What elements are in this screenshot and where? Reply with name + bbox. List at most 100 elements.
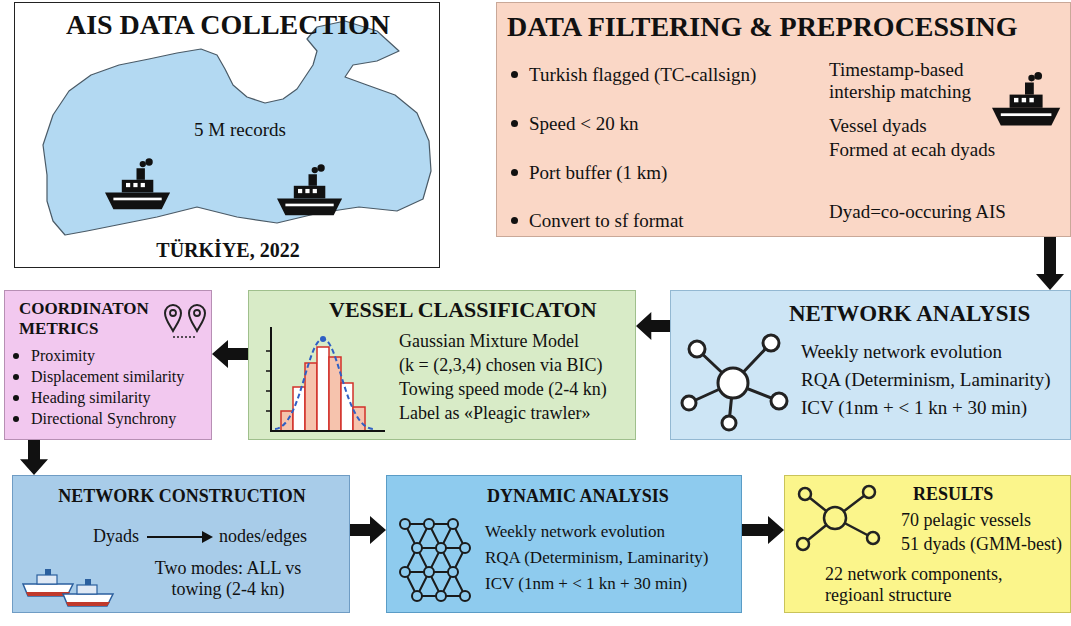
panel-title: RESULTS <box>913 484 993 505</box>
panel-title: AIS DATA COLLECTION <box>15 9 441 41</box>
text-slot: ICV (1nm + < 1 kn + 30 min) <box>801 397 1027 419</box>
lattice-point <box>412 591 422 601</box>
network-point <box>722 416 736 430</box>
text-slot: 51 dyads (GMM-best) <box>901 534 1062 555</box>
lattice-point <box>448 567 458 577</box>
histogram-bar <box>317 347 329 431</box>
curve-peak <box>320 336 326 342</box>
process-panel: NETWORK CONSTRUCTIONDyadsnodes/edgesTwo … <box>12 475 350 613</box>
bullet-item: Directional Synchrony <box>31 410 176 428</box>
panel-text: Gaussian Mixture Model <box>399 331 579 352</box>
lattice-point <box>460 591 470 601</box>
pin-hole <box>170 310 176 316</box>
lattice-point <box>424 567 434 577</box>
lattice-point <box>400 519 410 529</box>
panel-text: Vessel dyads <box>829 115 927 137</box>
text-slot: Label as «Pleagic trawler» <box>399 403 590 424</box>
axis-ticks <box>266 351 271 411</box>
text-slot: Weekly network evolution <box>485 522 665 542</box>
pin-outline <box>165 305 181 331</box>
text-slot: nodes/edges <box>219 526 307 547</box>
text-slot: 5 M records <box>165 119 315 141</box>
ship-icon <box>63 579 113 606</box>
text-slot: Formed at ecah dyads <box>829 139 995 161</box>
bullet-dot <box>13 416 19 422</box>
location-pin <box>165 305 181 331</box>
panel-text: Timestamp-based intership matching <box>829 59 1004 103</box>
text-slot: Weekly network evolution <box>801 341 1002 363</box>
text-slot: Towing speed mode (2-4 kn) <box>399 379 607 400</box>
text-slot: Vessel dyads <box>829 115 927 137</box>
text-slot: 70 pelagic vessels <box>901 510 1031 531</box>
process-panel: NETWORK ANALYSIS Weekly network evolution… <box>670 290 1071 440</box>
block-arrow <box>742 516 784 544</box>
network-point <box>689 341 705 357</box>
bullet-item: Turkish flagged (TC-callsign) <box>529 64 756 86</box>
panel-text: Two modes: ALL vs towing (2-4 kn) <box>133 558 323 599</box>
black-sea-shape <box>43 21 431 235</box>
network-point <box>797 538 809 550</box>
text-slot: AIS DATA COLLECTION <box>15 9 441 41</box>
panel-text: Weekly network evolution <box>801 341 1002 363</box>
ship-icon <box>105 158 170 209</box>
chart-axes <box>271 327 385 431</box>
lattice-point <box>436 591 446 601</box>
pin-hole <box>194 310 200 316</box>
lattice-point <box>400 567 410 577</box>
text-slot: Gaussian Mixture Model <box>399 331 579 352</box>
dotted-link <box>173 336 197 338</box>
bullet-item: Proximity <box>31 347 95 365</box>
text-slot: Timestamp-based intership matching <box>829 59 1004 103</box>
text-slot: RQA (Determinism, Laminarity) <box>485 548 708 568</box>
ship-icon <box>992 72 1060 125</box>
bullet-dot <box>13 353 19 359</box>
text-slot: DYNAMIC ANALYSIS <box>487 486 669 507</box>
network-links <box>803 492 873 544</box>
text-slot: Convert to sf format <box>529 210 684 232</box>
panel-title: VESSEL CLASSIFICATON <box>329 297 597 322</box>
text-slot: Directional Synchrony <box>31 410 176 428</box>
bullet-dot <box>13 374 19 380</box>
pin-outline <box>189 305 205 331</box>
network-hub <box>824 507 846 529</box>
process-panel: VESSEL CLASSIFICATON Gaussian Mixture Mod… <box>248 290 636 440</box>
histogram-bar <box>305 363 317 431</box>
network-point <box>771 393 787 409</box>
block-arrow <box>1036 237 1064 290</box>
network-point <box>763 335 779 351</box>
block-arrow <box>20 440 48 475</box>
panel-text: nodes/edges <box>219 526 307 547</box>
gaussian-curve <box>275 339 373 429</box>
panel-text: RQA (Determinism, Laminarity) <box>801 369 1051 391</box>
bullet-dot <box>511 71 518 78</box>
panel-text: ICV (1nm + < 1 kn + 30 min) <box>485 574 687 594</box>
panel-text: Dyads <box>93 526 139 547</box>
text-slot: (k = (2,3,4) chosen via BIC) <box>399 355 603 376</box>
text-slot: Speed < 20 kn <box>529 113 638 135</box>
data-source-panel: AIS DATA COLLECTION5 M recordsTÜRKİYE, 2… <box>14 2 440 268</box>
panel-text: Dyad=co-occuring AIS <box>829 201 1006 223</box>
text-slot: Heading similarity <box>31 389 151 407</box>
mapping-arrow-shaft <box>147 536 203 538</box>
location-pin <box>189 305 205 331</box>
bullet-item: Port buffer (1 km) <box>529 162 667 184</box>
panel-text: RQA (Determinism, Laminarity) <box>485 548 708 568</box>
network-point <box>867 532 879 544</box>
text-slot: COORDINATON METRICS <box>19 299 164 338</box>
text-slot: VESSEL CLASSIFICATON <box>329 297 597 322</box>
lattice-links <box>405 524 465 596</box>
panel-title: NETWORK ANALYSIS <box>789 301 1030 327</box>
bullet-dot <box>13 395 19 401</box>
text-slot: Turkish flagged (TC-callsign) <box>529 64 756 86</box>
panel-text: 70 pelagic vessels <box>901 510 1031 531</box>
text-slot: RQA (Determinism, Laminarity) <box>801 369 1051 391</box>
bullet-item: Speed < 20 kn <box>529 113 638 135</box>
text-slot: Two modes: ALL vs towing (2-4 kn) <box>133 558 323 599</box>
panel-text: Formed at ecah dyads <box>829 139 995 161</box>
network-point <box>799 488 811 500</box>
lattice-point <box>424 519 434 529</box>
text-slot: DATA FILTERING & PREPROCESSING <box>507 11 1018 43</box>
process-panel: COORDINATON METRICSProximityDisplacement… <box>4 290 212 440</box>
panel-text: 22 network components, regioanl structur… <box>825 564 1040 605</box>
